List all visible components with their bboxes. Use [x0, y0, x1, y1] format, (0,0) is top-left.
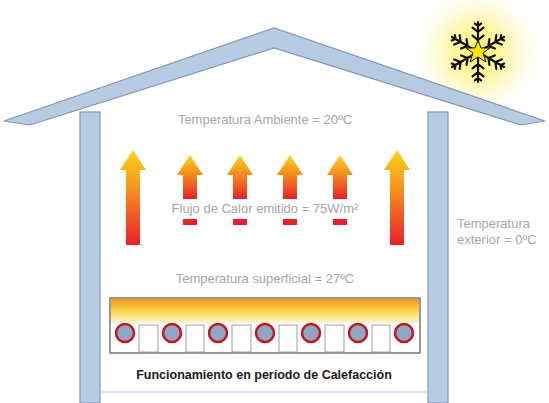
- insulation-block: [279, 325, 297, 352]
- snowflake: [452, 22, 504, 82]
- floor-line: [100, 391, 428, 392]
- heat-arrows: [120, 150, 410, 245]
- left-wall: [80, 112, 100, 403]
- right-wall: [428, 112, 448, 403]
- pipe: [256, 324, 274, 342]
- insulation-block: [232, 325, 251, 352]
- pipe: [209, 324, 227, 342]
- pipe: [349, 324, 367, 342]
- floor-screed: [111, 299, 419, 323]
- temperature-label: Flujo de Calor emitido = 75W/m²: [169, 201, 362, 217]
- temperature-label: Temperatura superficial = 27ºC: [176, 271, 355, 287]
- pipe: [163, 324, 181, 342]
- roof: [4, 28, 545, 125]
- floor-slab: [110, 298, 420, 353]
- temperature-label: Temperatura exterior = 0ºC: [457, 216, 545, 247]
- pipe: [395, 324, 413, 342]
- insulation-block: [325, 325, 344, 352]
- insulation-block: [372, 325, 390, 352]
- pipe: [116, 324, 134, 342]
- insulation-block: [139, 325, 158, 352]
- heating-pipes: [116, 324, 413, 352]
- pipe: [302, 324, 320, 342]
- temperature-label: Temperatura Ambiente = 20ºC: [178, 112, 352, 128]
- insulation-block: [186, 325, 204, 352]
- heat-arrow-tails: [183, 219, 347, 225]
- caption-text: Funcionamiento en período de Calefacción: [136, 368, 392, 383]
- snowflake-star: [466, 40, 490, 62]
